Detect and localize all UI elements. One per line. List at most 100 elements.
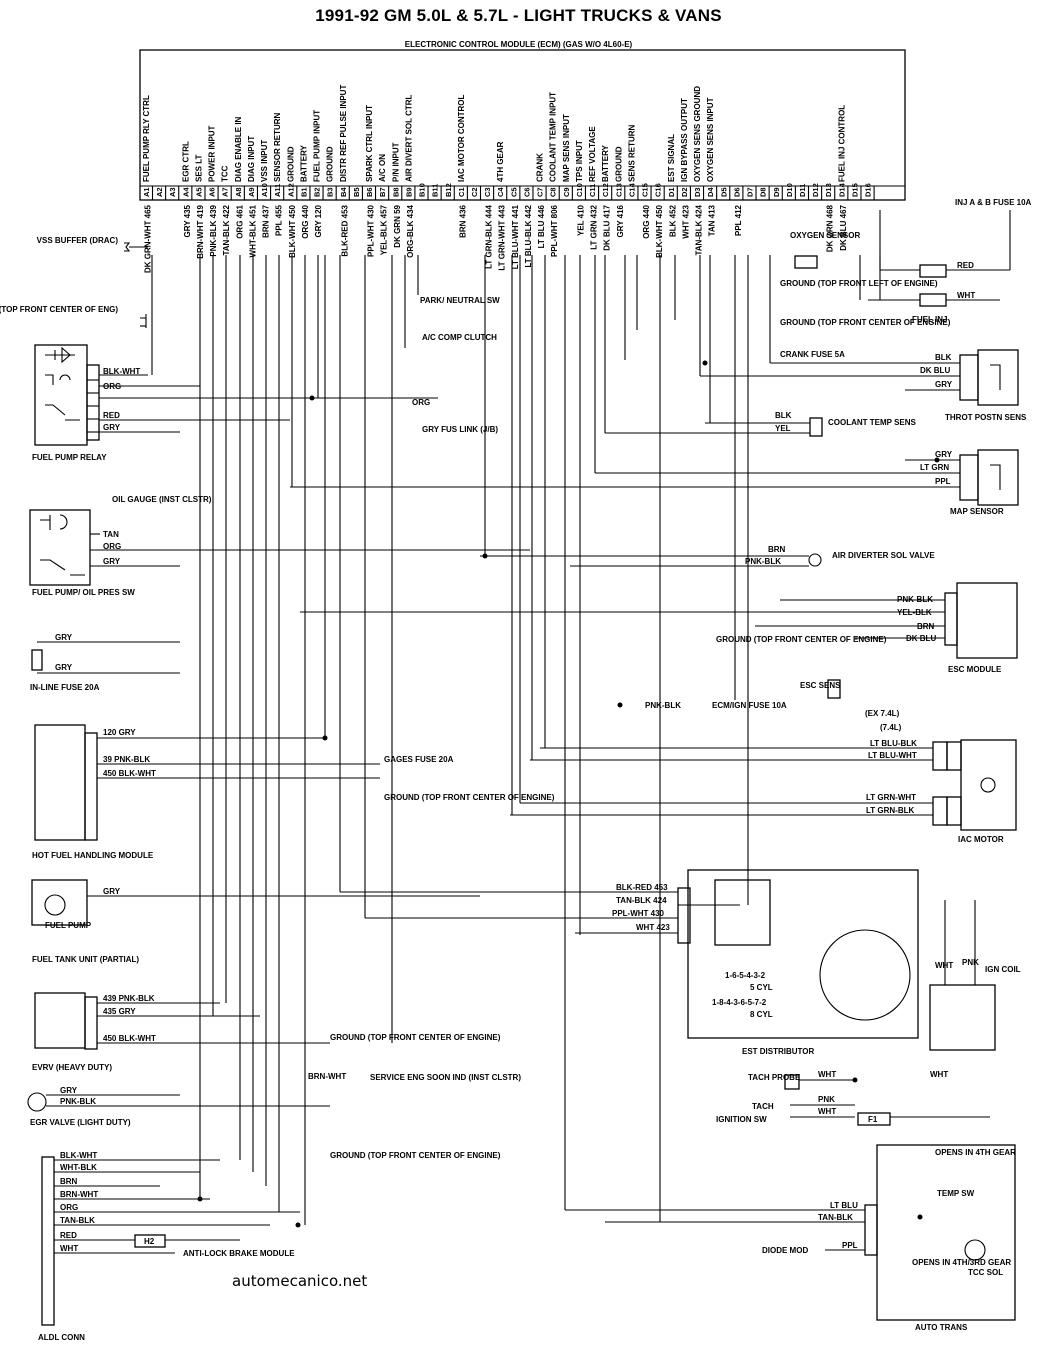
wire-label: PNK [818,1095,835,1104]
wire-label: WHT [60,1244,78,1253]
wire-label: DK BLU [906,634,936,643]
label-ex74: (EX 7.4L) [865,709,900,718]
ecm-wire-code: LT BLU 446 [537,204,546,248]
label-hot-fuel-module: HOT FUEL HANDLING MODULE [32,851,154,860]
ecm-pin-label: C16 [654,183,663,197]
label-auto-trans: AUTO TRANS [915,1323,968,1332]
label-ign-coil: IGN COIL [985,965,1021,974]
label-ground-hot-fuel: GROUND (TOP FRONT CENTER OF ENGINE) [384,793,555,802]
ecm-pin-label: D15 [850,183,859,197]
wire-label: 120 GRY [103,728,136,737]
ecm-pin-label: B5 [352,187,361,197]
ecm-wire-code: DK BLU 417 [603,204,612,250]
ecm-pin-label: D11 [798,184,807,197]
wire-label: ORG [103,382,121,391]
wire-label: GRY [55,633,73,642]
label-fuel-pump: FUEL PUMP [45,921,92,930]
label-ground-ecm: GROUND (TOP FRONT CENTER OF ENGINE) [780,318,951,327]
ecm-box [139,49,906,201]
ecm-pin-label: D14 [837,182,846,197]
ecm-wire-code: DK GRN-WHT 465 [144,204,153,273]
label-opens-4th: OPENS IN 4TH GEAR [935,1148,1016,1157]
ecm-pin-label: A2 [155,187,164,197]
wire-label: 450 BLK-WHT [103,769,156,778]
label-gages-fuse: GAGES FUSE 20A [384,755,454,764]
ecm-pin-label: A6 [208,187,217,197]
ecm-function-label: SENSOR RETURN [273,112,282,182]
ecm-wire-code: WHT-BLK 451 [248,204,257,257]
ecm-function-label: EGR CTRL [181,141,190,182]
wire-label: ORG [412,398,430,407]
ecm-pin-label: A10 [260,183,269,197]
wire-label: BRN [917,622,935,631]
ecm-pin-label: D2 [680,187,689,197]
ecm-wire-code: PNK-BLK 439 [209,204,218,256]
label-firing-8cyl: 1-8-4-3-6-5-7-2 [712,998,767,1007]
wire-label: YEL-BLK [897,608,932,617]
wire-label: 39 PNK-BLK [103,755,150,764]
ecm-wire-code: BLK-RED 453 [340,204,349,256]
ecm-function-label: COOLANT TEMP INPUT [549,92,558,182]
ecm-function-label: A/C ON [378,154,387,182]
ecm-pin-label: B1 [299,187,308,197]
label-diode-mod: DIODE MOD [762,1246,808,1255]
label-tach: TACH [752,1102,774,1111]
wire-label: BLK [935,353,952,362]
label-fuel-inj: FUEL INJ [912,315,947,324]
ecm-wire-code: LT GRN-WHT 443 [498,204,507,270]
ecm-pin-label: C1 [457,187,466,197]
ecm-pin-label: B2 [313,187,322,197]
ecm-wires [151,255,881,1225]
label-inj-fuse: INJ A & B FUSE 10A [955,198,1032,207]
ecm-pin-label: A3 [168,187,177,197]
ecm-pin-label: D10 [785,183,794,197]
ecm-pin-label: D8 [759,187,768,197]
ecm-wire-code: YEL 410 [576,204,585,236]
ecm-function-label: IAC MOTOR CONTROL [457,94,466,182]
ecm-wire-code: GRY 120 [314,204,323,237]
ecm-pin-label: C2 [470,187,479,197]
label-est-distributor: EST DISTRIBUTOR [742,1047,815,1056]
ecm-pin-label: D4 [706,187,715,197]
ecm-pin-label: D16 [864,183,873,197]
wire-label: PNK-BLK [745,557,781,566]
ecm-wire-code: TAN-BLK 422 [222,204,231,255]
wire-label: GRY [935,450,953,459]
ecm-wire-code: BRN-WHT 419 [196,204,205,258]
label-h2: H2 [144,1237,155,1246]
ecm-wire-code: BLK-WHT 450 [655,204,664,257]
ecm-pin-label: A8 [234,187,243,197]
label-iac-motor: IAC MOTOR [958,835,1004,844]
wire-label: BLK-WHT [60,1151,97,1160]
splice-dots [197,360,940,1228]
ecm-function-label: DIAG INPUT [247,136,256,182]
wire-label: PNK-BLK [897,595,933,604]
ecm-wire-code: TAN 413 [708,204,717,236]
wire-label: TAN [103,530,119,539]
ecm-function-label: DIAG ENABLE IN [234,116,243,182]
label-ecm-ign-fuse: ECM/IGN FUSE 10A [712,701,787,710]
ecm-wire-code: DK GRN 59 [393,204,402,247]
wire-label: PPL-WHT 430 [612,909,665,918]
ecm-pin-label: D3 [693,187,702,197]
ecm-function-label: DISTR REF PULSE INPUT [339,85,348,182]
wire-label: ORG [60,1203,78,1212]
ecm-wire-code: YEL-BLK 457 [380,204,389,255]
wire-label: DK BLU [920,366,950,375]
ecm-wire-code: ORG 440 [301,204,310,238]
wire-label: LT BLU-WHT [868,751,917,760]
ecm-wire-code: WHT 423 [681,204,690,238]
label-ground-evrv: GROUND (TOP FRONT CENTER OF ENGINE) [330,1033,501,1042]
ecm-pin-label: B9 [404,187,413,197]
ecm-function-label: SES LT [194,154,203,182]
wire-label: TAN-BLK [818,1213,853,1222]
label-oxygen-sensor: OXYGEN SENSOR [790,231,860,240]
wire-label: GRY [103,423,121,432]
ecm-pin-label: B7 [378,187,387,197]
ecm-pin-label: B11 [431,184,440,197]
ecm-pin-label: D13 [824,183,833,197]
